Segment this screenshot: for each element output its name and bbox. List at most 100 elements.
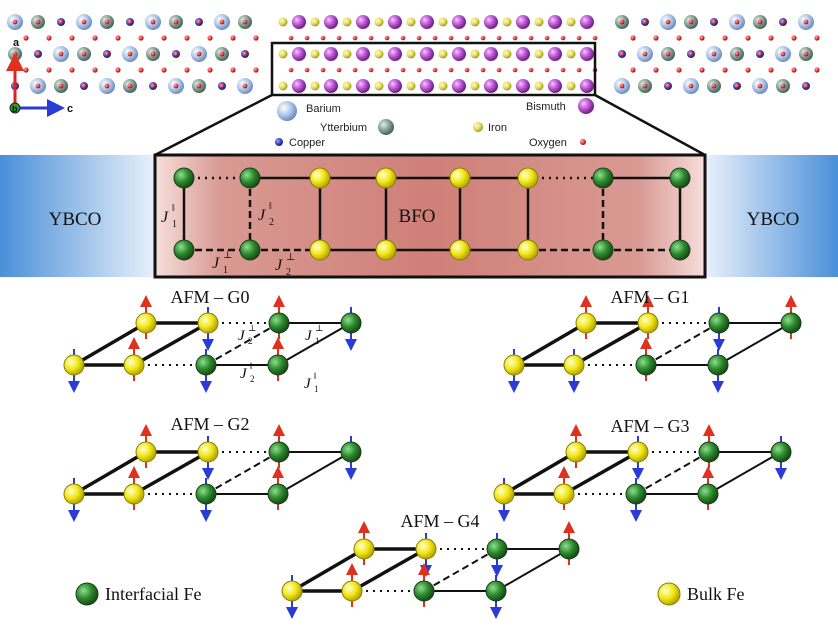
- interfacial-fe-atom: [780, 312, 802, 334]
- svg-text:2: 2: [248, 336, 253, 346]
- iron-atom: [470, 17, 480, 27]
- oxygen-atom: [127, 19, 133, 25]
- oxygen-atom: [230, 35, 236, 41]
- bismuth-atom: [452, 79, 466, 93]
- oxygen-atom: [69, 35, 75, 41]
- oxygen-atom: [619, 19, 625, 25]
- axis-a-label: a: [13, 37, 20, 49]
- oxygen-atom: [803, 19, 809, 25]
- bismuth-atom: [548, 47, 562, 61]
- iron-atom: [310, 81, 320, 91]
- afm-configurations: [63, 295, 802, 619]
- afm-g4-title: AFM – G4: [400, 511, 479, 531]
- oxygen-atom: [368, 67, 374, 73]
- iron-atom: [310, 49, 320, 59]
- interfacial-fe-atom: [625, 483, 647, 505]
- interfacial-fe-atom: [669, 239, 691, 261]
- oxygen-atom: [432, 67, 438, 73]
- oxygen-atom: [757, 51, 763, 57]
- bulk-fe-atom: [415, 538, 437, 560]
- oxygen-atom: [81, 51, 87, 57]
- oxygen-atom: [173, 83, 179, 89]
- oxygen-atom: [58, 51, 64, 57]
- oxygen-atom: [150, 51, 156, 57]
- svg-text:J: J: [238, 328, 246, 344]
- bismuth-atom: [452, 47, 466, 61]
- oxygen-atom: [814, 67, 820, 73]
- interfacial-fe-atom: [340, 312, 362, 334]
- oxygen-atom: [757, 19, 763, 25]
- oxygen-atom: [196, 51, 202, 57]
- bulk-fe-atom: [63, 483, 85, 505]
- afm-bond: [73, 450, 147, 496]
- afm-bond: [423, 548, 498, 592]
- svg-text:⊥: ⊥: [248, 323, 256, 333]
- copper-label: Copper: [289, 137, 325, 149]
- bismuth-atom: [580, 79, 594, 93]
- oxygen-atom: [676, 35, 682, 41]
- interfacial-fe-atom: [239, 167, 261, 189]
- iron-atom: [502, 17, 512, 27]
- oxygen-atom: [104, 19, 110, 25]
- iron-swatch: [473, 122, 483, 132]
- projection-line-right: [594, 93, 706, 157]
- bismuth-atom: [484, 79, 498, 93]
- svg-text:J: J: [258, 207, 266, 224]
- afm-g1-title: AFM – G1: [610, 287, 689, 307]
- iron-atom: [374, 17, 384, 27]
- oxygen-atom: [653, 35, 659, 41]
- bismuth-atom: [516, 15, 530, 29]
- bfo-highlight-box: [270, 41, 597, 97]
- svg-text:⊥: ⊥: [286, 252, 295, 263]
- bulk-fe-atom: [123, 483, 145, 505]
- afm-bond: [707, 451, 782, 495]
- oxygen-atom: [12, 19, 18, 25]
- afm-bond: [133, 321, 209, 367]
- bulk-fe-atom: [575, 312, 597, 334]
- interfacial-fe-atom: [268, 441, 290, 463]
- oxygen-atom: [92, 35, 98, 41]
- iron-atom: [278, 81, 288, 91]
- bulk-fe-label: Bulk Fe: [687, 584, 745, 604]
- svg-text:J: J: [212, 255, 220, 272]
- barium-label: Barium: [306, 103, 341, 115]
- oxygen-atom: [630, 67, 636, 73]
- bismuth-atom: [548, 15, 562, 29]
- bulk-fe-atom: [135, 312, 157, 334]
- bismuth-atom: [388, 47, 402, 61]
- oxygen-atom: [304, 67, 310, 73]
- oxygen-atom: [464, 67, 470, 73]
- interfacial-fe-atom: [340, 441, 362, 463]
- svg-text:J: J: [161, 209, 169, 226]
- iron-atom: [374, 49, 384, 59]
- oxygen-atom: [336, 35, 342, 41]
- bismuth-atom: [420, 15, 434, 29]
- iron-atom: [278, 17, 288, 27]
- interfacial-fe-atom: [268, 312, 290, 334]
- bismuth-atom: [356, 79, 370, 93]
- afm-bond: [503, 450, 577, 496]
- iron-atom: [310, 17, 320, 27]
- oxygen-atom: [150, 83, 156, 89]
- bulk-fe-atom: [341, 580, 363, 602]
- interfacial-fe-atom: [413, 580, 435, 602]
- interfacial-fe-atom: [697, 483, 719, 505]
- bulk-fe-atom: [627, 441, 649, 463]
- interfacial-fe-atom: [173, 239, 195, 261]
- oxygen-atom: [35, 19, 41, 25]
- oxygen-atom: [745, 35, 751, 41]
- ybco-left-label: YBCO: [49, 209, 102, 230]
- iron-atom: [438, 17, 448, 27]
- afm-bond: [205, 451, 280, 495]
- iron-atom: [342, 17, 352, 27]
- oxygen-atom: [768, 35, 774, 41]
- oxygen-atom: [242, 51, 248, 57]
- oxygen-atom: [161, 67, 167, 73]
- iron-atom: [278, 49, 288, 59]
- bismuth-atom: [292, 47, 306, 61]
- oxygen-atom: [699, 35, 705, 41]
- oxygen-atom: [219, 83, 225, 89]
- ybco-left-region: [0, 155, 155, 277]
- interfacial-fe-atom: [707, 354, 729, 376]
- oxygen-atom: [104, 83, 110, 89]
